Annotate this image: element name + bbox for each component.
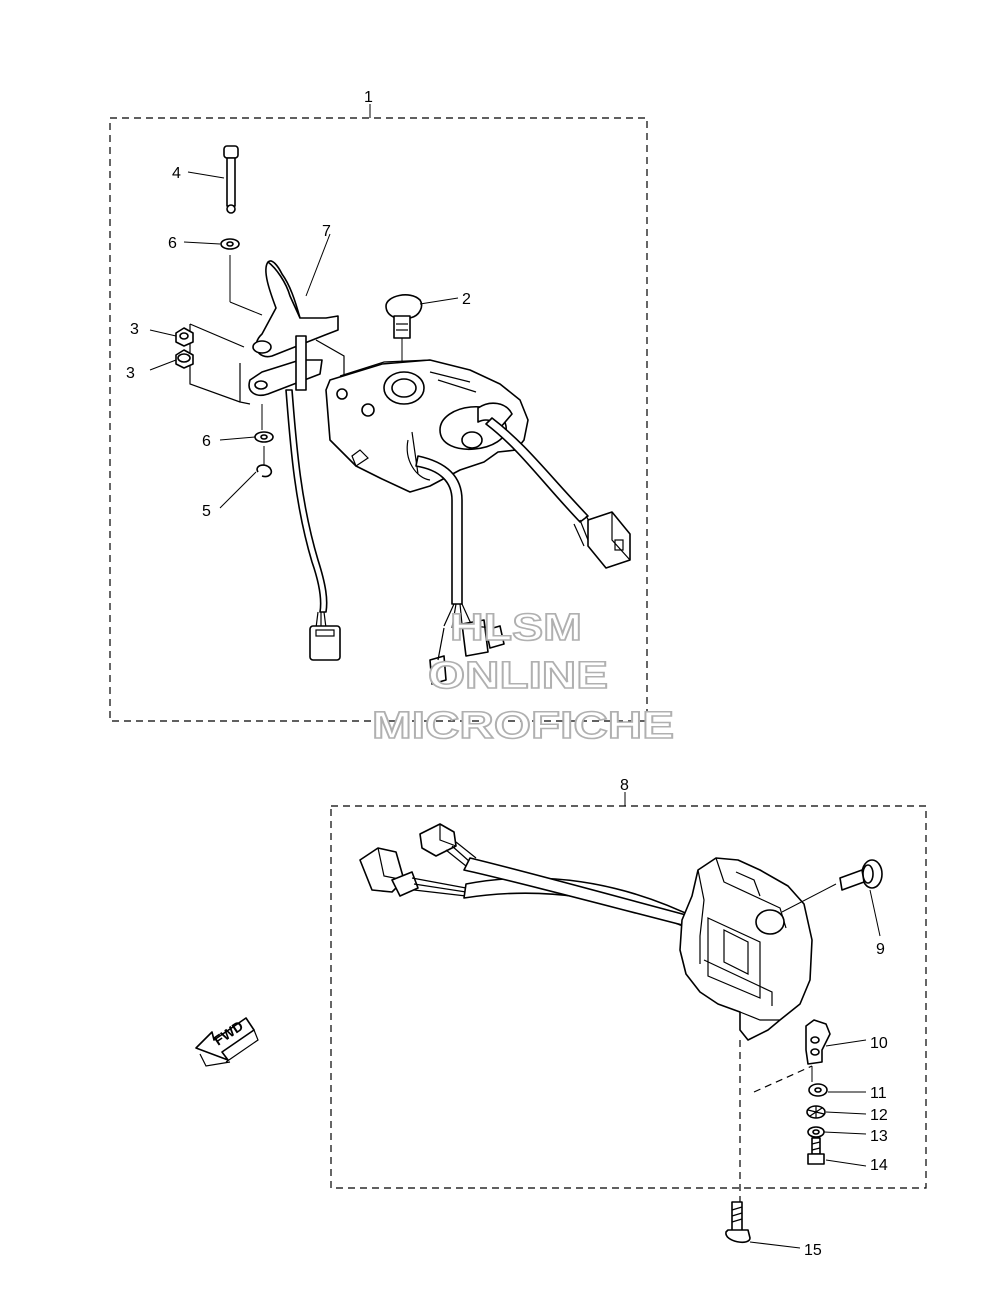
watermark-line-2: ONLINE: [428, 655, 608, 697]
part-2-button[interactable]: [385, 294, 423, 339]
harness-left-plug[interactable]: [359, 847, 467, 897]
part-15-screw[interactable]: [725, 1201, 751, 1244]
harness-bottom-connectors[interactable]: [415, 455, 505, 685]
label-part-12: 12: [870, 1107, 888, 1124]
part-6-washer-lower[interactable]: [254, 431, 274, 443]
part-5-clip[interactable]: [256, 464, 273, 478]
label-part-3-upper: 3: [130, 321, 139, 338]
label-part-1: 1: [364, 89, 373, 106]
label-part-10: 10: [870, 1035, 888, 1052]
label-part-13: 13: [870, 1128, 888, 1145]
part-13-washer[interactable]: [807, 1126, 825, 1138]
label-part-7: 7: [322, 223, 331, 240]
watermark-line-3: MICROFICHE: [372, 705, 674, 747]
assembly-1-boundary: [109, 117, 648, 722]
harness-right-connector[interactable]: [485, 417, 631, 569]
label-part-11: 11: [870, 1085, 887, 1102]
part-14-screw[interactable]: [807, 1137, 825, 1165]
part-12-lock-washer[interactable]: [806, 1105, 826, 1119]
label-part-8: 8: [620, 777, 629, 794]
part-3-nut-upper[interactable]: [175, 327, 194, 347]
harness-cable[interactable]: [463, 857, 701, 933]
part-9-bolt[interactable]: [839, 859, 883, 891]
switch-housing-lower[interactable]: [679, 857, 813, 1041]
part-11-washer[interactable]: [808, 1083, 828, 1097]
part-7-lever-bracket[interactable]: [248, 260, 339, 396]
label-part-9: 9: [876, 941, 885, 958]
switch-housing-upper[interactable]: [325, 359, 529, 493]
label-part-5: 5: [202, 503, 211, 520]
harness-top-plug[interactable]: [419, 823, 477, 867]
part-3-nut-lower[interactable]: [175, 349, 194, 369]
label-part-2: 2: [462, 291, 471, 308]
watermark: HLSM ONLINE MICROFICHE: [371, 606, 675, 748]
watermark-line-1: HLSM: [450, 607, 582, 649]
label-part-15: 15: [804, 1242, 822, 1259]
label-part-6-lower: 6: [202, 433, 211, 450]
label-part-14: 14: [870, 1157, 888, 1174]
label-part-6-upper: 6: [168, 235, 177, 252]
part-6-washer-upper[interactable]: [220, 238, 240, 250]
label-part-4: 4: [172, 165, 181, 182]
part-4-pin[interactable]: [223, 145, 239, 214]
assembly-8-boundary: [330, 805, 927, 1189]
part-10-bracket[interactable]: [805, 1019, 831, 1065]
assembly-group-1: [109, 104, 648, 722]
forward-direction-arrow: FWD: [195, 1017, 259, 1067]
label-part-3-lower: 3: [126, 365, 135, 382]
assembly-group-8: [330, 792, 927, 1214]
harness-left-connector[interactable]: [285, 389, 341, 661]
